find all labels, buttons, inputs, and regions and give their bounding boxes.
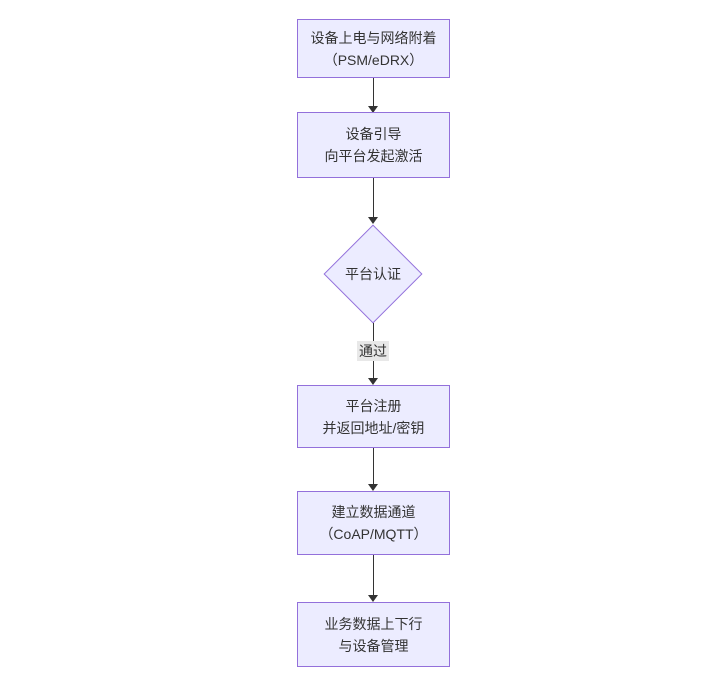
node-data-channel-line1: 建立数据通道 <box>331 504 416 520</box>
node-bootstrap-line2: 向平台发起激活 <box>324 148 423 164</box>
node-bootstrap: 设备引导 向平台发起激活 <box>297 112 450 178</box>
node-power-attach-line1: 设备上电与网络附着 <box>310 29 437 46</box>
node-power-attach-line2: （PSM/eDRX） <box>323 51 424 68</box>
edge-power-to-bootstrap <box>373 78 374 106</box>
node-data-channel: 建立数据通道 （CoAP/MQTT） <box>297 491 450 555</box>
node-platform-auth-label: 平台认证 <box>345 265 401 282</box>
edge-bootstrap-to-auth <box>373 178 374 218</box>
node-register: 平台注册 并返回地址/密钥 <box>297 385 450 448</box>
edge-label-pass: 通过 <box>357 341 389 361</box>
node-data-channel-line2: （CoAP/MQTT） <box>319 526 428 542</box>
node-business-line1: 业务数据上下行 <box>324 615 423 632</box>
node-register-line1: 平台注册 <box>345 397 402 414</box>
node-bootstrap-line1: 设备引导 <box>345 126 402 142</box>
node-business: 业务数据上下行 与设备管理 <box>297 602 450 667</box>
arrowhead-down-icon <box>368 595 378 602</box>
node-register-line2: 并返回地址/密钥 <box>322 419 425 436</box>
edge-channel-to-business <box>373 555 374 595</box>
node-platform-auth: 平台认证 <box>322 224 424 323</box>
node-power-attach: 设备上电与网络附着 （PSM/eDRX） <box>297 19 450 78</box>
edge-register-to-channel <box>373 448 374 484</box>
arrowhead-down-icon <box>368 217 378 224</box>
arrowhead-down-icon <box>368 378 378 385</box>
arrowhead-down-icon <box>368 484 378 491</box>
arrowhead-down-icon <box>368 106 378 113</box>
node-business-line2: 与设备管理 <box>338 637 409 654</box>
